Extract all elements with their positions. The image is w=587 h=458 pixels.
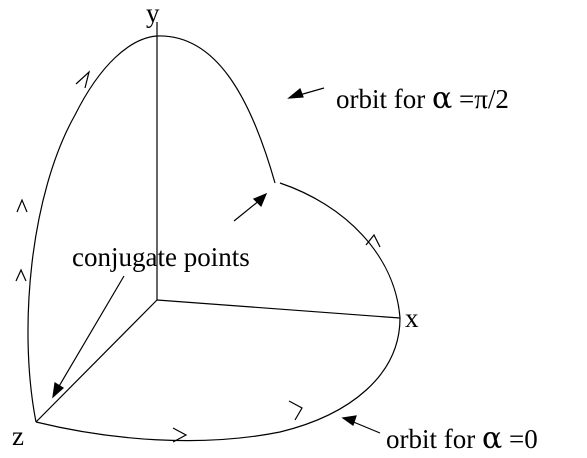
pointer-arrows xyxy=(52,87,381,434)
orbit-arrow-1 xyxy=(15,268,27,282)
orbit-pi-half-label-prefix: orbit for xyxy=(336,84,432,114)
pointer-conjugate-upper-head xyxy=(252,192,268,208)
pointer-conjugate-lower xyxy=(57,275,125,389)
orbit-pi-half-alpha: α xyxy=(432,81,452,116)
orbit-zero-alpha: α xyxy=(482,421,502,456)
axes xyxy=(35,22,401,423)
z-axis xyxy=(35,299,158,423)
x-axis-label: x xyxy=(405,303,419,333)
pointer-conjugate-upper xyxy=(233,199,261,222)
orbit-arrow-6 xyxy=(172,427,188,443)
pointer-orbit-pi-half-head xyxy=(287,88,304,99)
orbit-pi-half-label: orbit for α =π/2 xyxy=(336,81,509,116)
orbit-zero-label-suffix: =0 xyxy=(502,424,537,454)
orbit-pi-half-label-suffix: =π/2 xyxy=(452,84,509,114)
orbit-arrow-3 xyxy=(75,70,91,89)
x-axis xyxy=(156,299,401,319)
orbit-alpha-pi-half xyxy=(27,35,276,423)
orbit-alpha-zero xyxy=(35,182,401,442)
orbit-direction-arrows xyxy=(15,70,381,443)
y-axis-label: y xyxy=(146,0,160,28)
orbit-arrow-2 xyxy=(16,198,28,213)
orbit-arrow-5 xyxy=(288,400,303,421)
pointer-orbit-zero-head xyxy=(341,415,357,426)
pointer-orbit-zero xyxy=(350,420,381,434)
orbit-zero-label-prefix: orbit for xyxy=(386,424,482,454)
z-axis-label: z xyxy=(12,421,24,451)
conjugate-points-label: conjugate points xyxy=(72,242,250,272)
orbit-zero-label: orbit for α =0 xyxy=(386,421,538,456)
pointer-conjugate-lower-head xyxy=(52,382,64,399)
orbit-arrow-4 xyxy=(365,233,381,248)
